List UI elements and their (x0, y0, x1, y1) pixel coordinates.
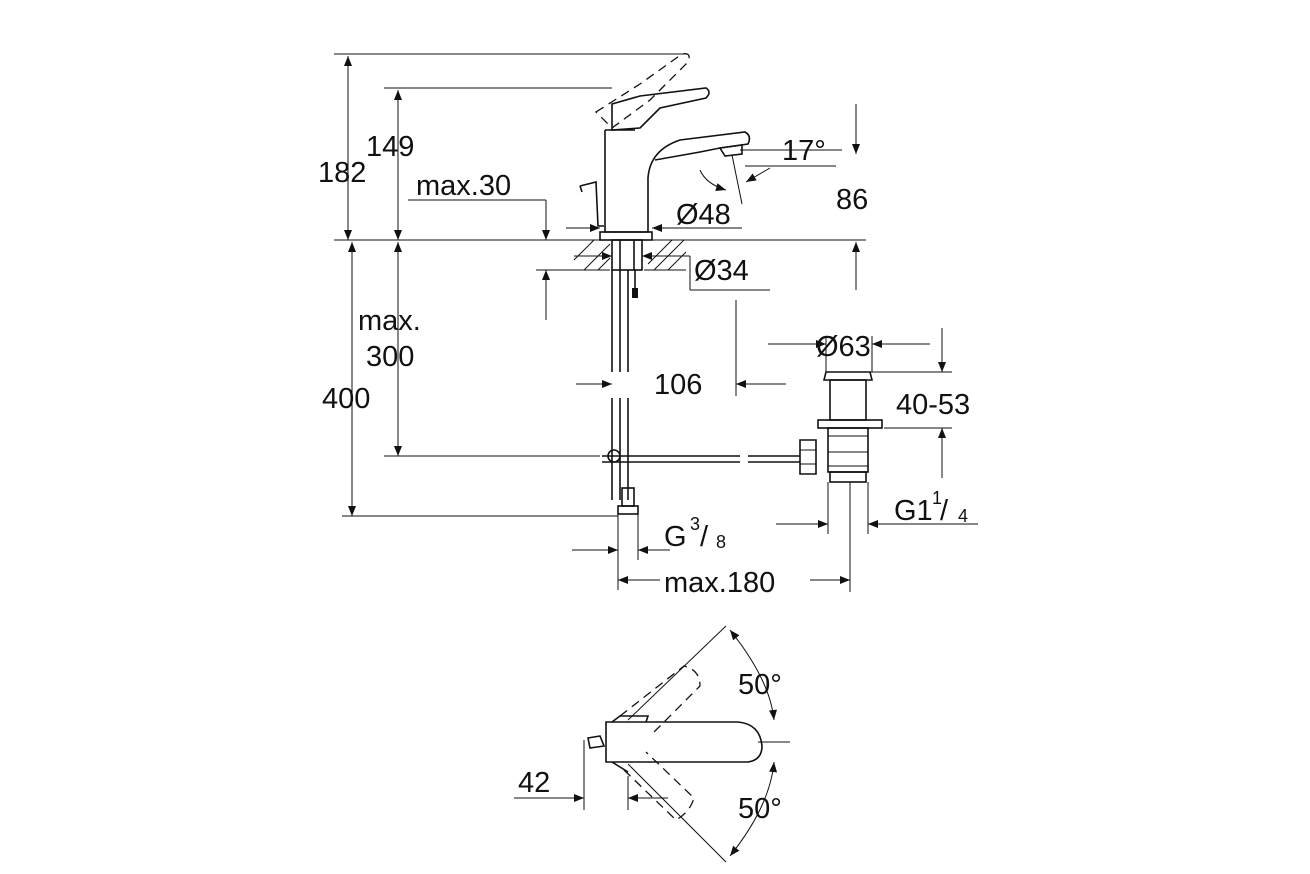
faucet-handle-raised (594, 53, 690, 129)
label-50-degrees-upper: 50° (738, 669, 782, 701)
label-182: 182 (318, 157, 366, 189)
svg-text:/: / (700, 521, 709, 553)
top-view-body (605, 721, 763, 763)
label-42: 42 (518, 767, 550, 799)
label-300: 300 (366, 341, 414, 373)
handle-rotated-upper (619, 665, 701, 737)
faucet-top-view (514, 625, 790, 863)
deck-section (566, 239, 687, 271)
label-max-180: max.180 (664, 567, 775, 599)
label-diameter-48: Ø48 (676, 199, 731, 231)
svg-text:3: 3 (690, 514, 700, 534)
label-149: 149 (366, 131, 414, 163)
dimension-lines (334, 53, 978, 592)
label-max: max. (358, 305, 421, 337)
label-106: 106 (654, 369, 702, 401)
label-diameter-34: Ø34 (694, 255, 749, 287)
waste-assembly (799, 371, 883, 483)
faucet-body (604, 130, 751, 233)
label-max-30: max.30 (416, 170, 511, 202)
svg-text:8: 8 (716, 532, 726, 552)
label-g-3-8: G 3 / 8 (664, 514, 726, 553)
faucet-front-view (579, 53, 800, 515)
label-400: 400 (322, 383, 370, 415)
label-17-degrees: 17° (782, 135, 826, 167)
label-g1-1-4: G1 1 / 4 (894, 488, 968, 527)
label-40-53: 40-53 (896, 389, 970, 421)
svg-text:4: 4 (958, 506, 968, 526)
svg-text:G1: G1 (894, 495, 933, 527)
label-diameter-63: Ø63 (816, 331, 871, 363)
svg-text:1: 1 (932, 488, 942, 508)
label-50-degrees-lower: 50° (738, 793, 782, 825)
faucet-handle (611, 87, 710, 131)
svg-text:G: G (664, 521, 687, 553)
svg-text:/: / (940, 495, 949, 527)
popup-lever (579, 180, 604, 227)
label-86: 86 (836, 184, 868, 216)
